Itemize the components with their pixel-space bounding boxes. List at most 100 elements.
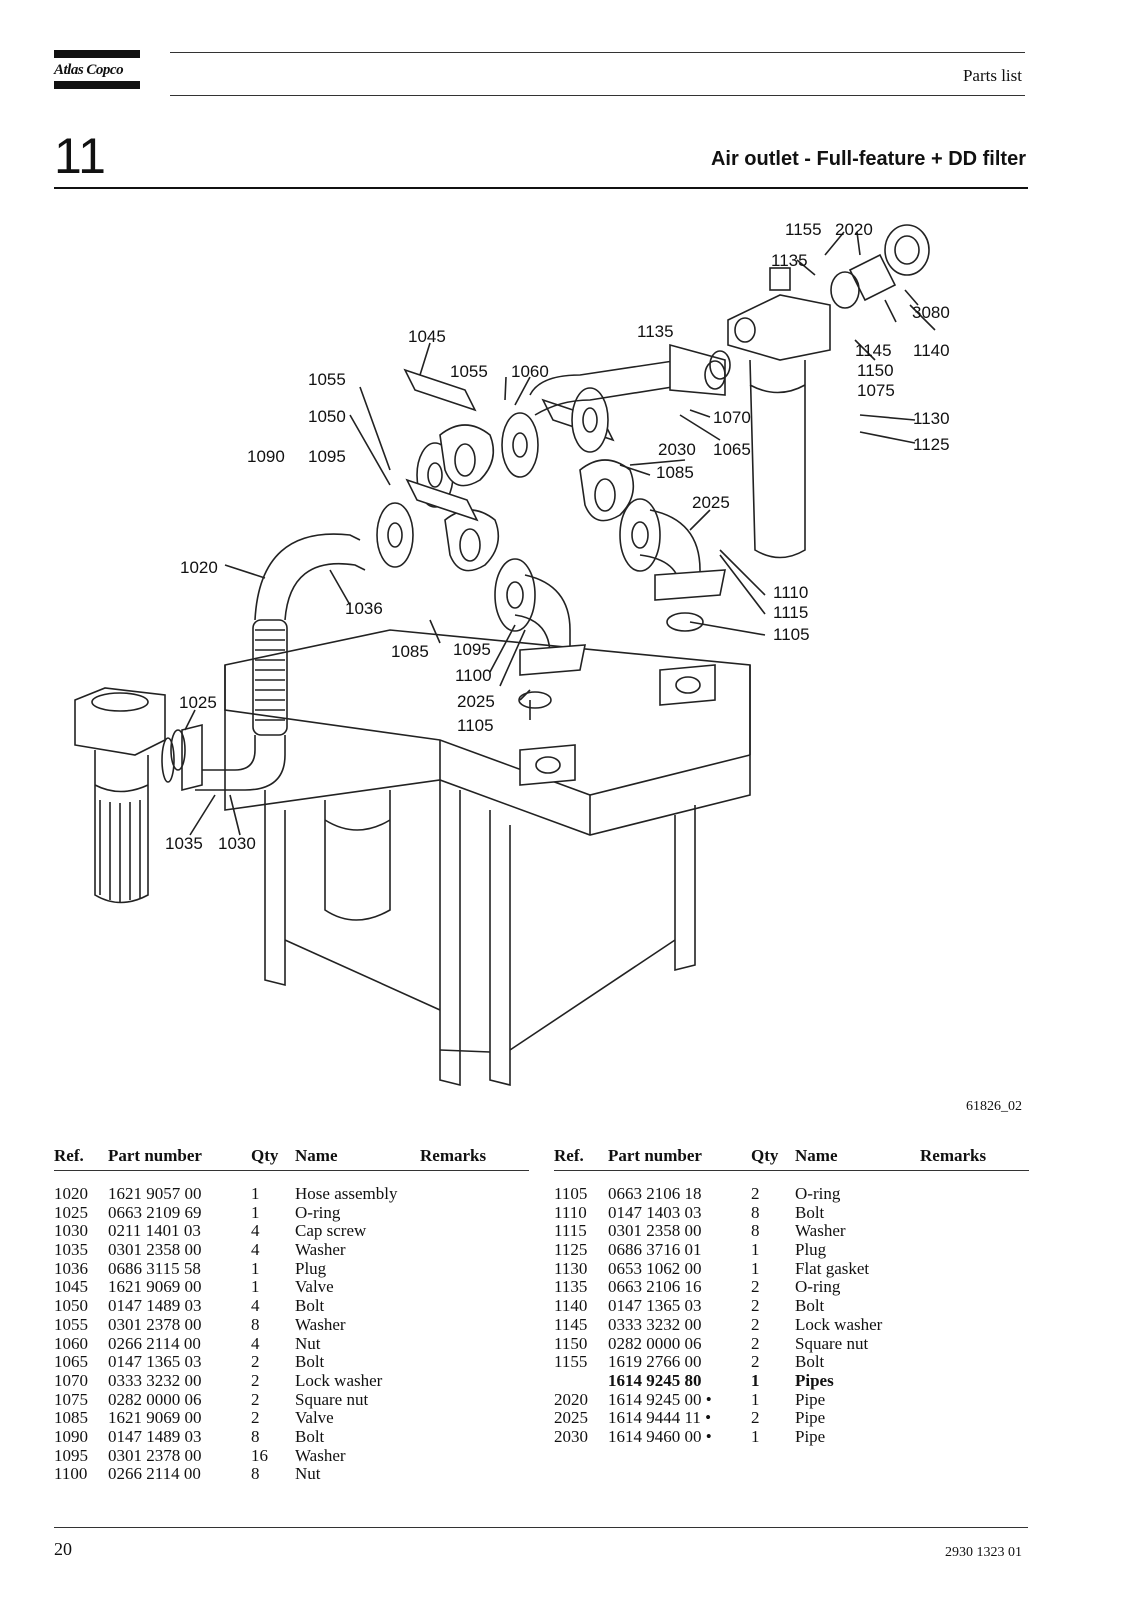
row-part-number: 0282 0000 06 <box>108 1389 202 1409</box>
callout-label: 1030 <box>218 834 256 853</box>
callout-label: 2025 <box>692 493 730 512</box>
header-qty: Qty <box>751 1146 779 1165</box>
row-part-number: 0211 1401 03 <box>108 1221 201 1241</box>
row-ref: 1055 <box>54 1314 88 1334</box>
row-name: Square nut <box>295 1389 369 1409</box>
callout-label: 1095 <box>308 447 346 466</box>
callout-label: 2025 <box>457 692 495 711</box>
row-part-number: 0301 2358 00 <box>608 1221 702 1241</box>
row-ref: 1020 <box>54 1184 88 1203</box>
header-ref: Ref. <box>54 1146 84 1165</box>
row-part-number: 0663 2106 18 <box>608 1184 702 1203</box>
callout-label: 1085 <box>656 463 694 482</box>
row-ref: 1105 <box>554 1184 588 1203</box>
callout-label: 1060 <box>511 362 549 381</box>
callout-label: 1085 <box>391 642 429 661</box>
footer-rule <box>54 1527 1028 1528</box>
title-rule <box>54 187 1028 189</box>
row-part-number: 0663 2106 16 <box>608 1277 702 1297</box>
row-qty: 4 <box>251 1333 260 1353</box>
section-number: 11 <box>54 128 106 184</box>
row-part-number: 0147 1365 03 <box>108 1352 202 1372</box>
row-qty: 4 <box>251 1240 260 1260</box>
callout-label: 1110 <box>773 583 808 602</box>
row-name: Washer <box>295 1445 346 1465</box>
row-qty: 1 <box>251 1277 260 1297</box>
row-qty: 4 <box>251 1296 260 1316</box>
row-qty: 1 <box>751 1240 760 1260</box>
row-qty: 4 <box>251 1221 260 1241</box>
row-ref: 1036 <box>54 1258 88 1278</box>
header-qty: Qty <box>251 1146 279 1165</box>
callout-label: 1050 <box>308 407 346 426</box>
row-name: Bolt <box>295 1426 325 1446</box>
callout-label: 1055 <box>308 370 346 389</box>
row-ref: 1135 <box>554 1277 588 1297</box>
header-rule-bottom <box>170 95 1025 96</box>
row-name: Nut <box>295 1333 321 1353</box>
row-name: Bolt <box>295 1352 325 1372</box>
header-section-label: Parts list <box>962 66 1022 85</box>
row-ref: 1150 <box>554 1333 588 1353</box>
callout-label: 2030 <box>658 440 696 459</box>
row-name: Washer <box>295 1240 346 1260</box>
header-name: Name <box>295 1146 338 1165</box>
header-remarks: Remarks <box>420 1146 487 1165</box>
row-part-number: 1621 9069 00 <box>108 1277 202 1297</box>
page-number: 20 <box>54 1539 72 1559</box>
row-qty: 1 <box>251 1202 260 1222</box>
callout-label: 1036 <box>345 599 383 618</box>
row-name: Valve <box>295 1277 334 1297</box>
row-name: Hose assembly <box>295 1184 398 1203</box>
callout-label: 1035 <box>165 834 203 853</box>
row-name: Lock washer <box>795 1314 883 1334</box>
row-qty: 2 <box>251 1352 260 1372</box>
row-ref: 1155 <box>554 1352 588 1372</box>
row-part-number: 0282 0000 06 <box>608 1333 702 1353</box>
row-ref: 1130 <box>554 1258 588 1278</box>
row-name: Washer <box>795 1221 846 1241</box>
row-name: Bolt <box>795 1352 825 1372</box>
row-part-number: 1614 9460 00 • <box>608 1426 712 1446</box>
callout-label: 1055 <box>450 362 488 381</box>
callout-label: 2020 <box>835 220 873 239</box>
brand-name: Atlas Copco <box>54 62 124 78</box>
row-qty: 2 <box>251 1389 260 1409</box>
row-part-number: 0333 3232 00 <box>108 1370 202 1390</box>
row-qty: 2 <box>751 1296 760 1316</box>
row-name: Plug <box>295 1258 327 1278</box>
row-part-number: 0686 3716 01 <box>608 1240 702 1260</box>
row-part-number: 0266 2114 00 <box>108 1464 201 1484</box>
row-part-number: 1619 2766 00 <box>608 1352 702 1372</box>
callout-label: 1150 <box>857 361 894 380</box>
callout-label: 1105 <box>457 716 494 735</box>
row-name: O-ring <box>295 1202 341 1222</box>
row-name: Pipes <box>795 1370 834 1390</box>
callout-label: 1135 <box>771 251 808 270</box>
page-title: Air outlet - Full-feature + DD filter <box>710 148 1026 170</box>
row-name: Valve <box>295 1408 334 1428</box>
row-qty: 2 <box>751 1408 760 1428</box>
callout-label: 1100 <box>455 666 492 685</box>
row-ref: 1115 <box>554 1221 587 1241</box>
header-rule <box>170 52 1025 53</box>
callout-label: 1025 <box>179 693 217 712</box>
header-remarks: Remarks <box>920 1146 987 1165</box>
row-ref: 1095 <box>54 1445 88 1465</box>
table-header: Ref. Part number Qty Name Remarks <box>54 1146 529 1171</box>
